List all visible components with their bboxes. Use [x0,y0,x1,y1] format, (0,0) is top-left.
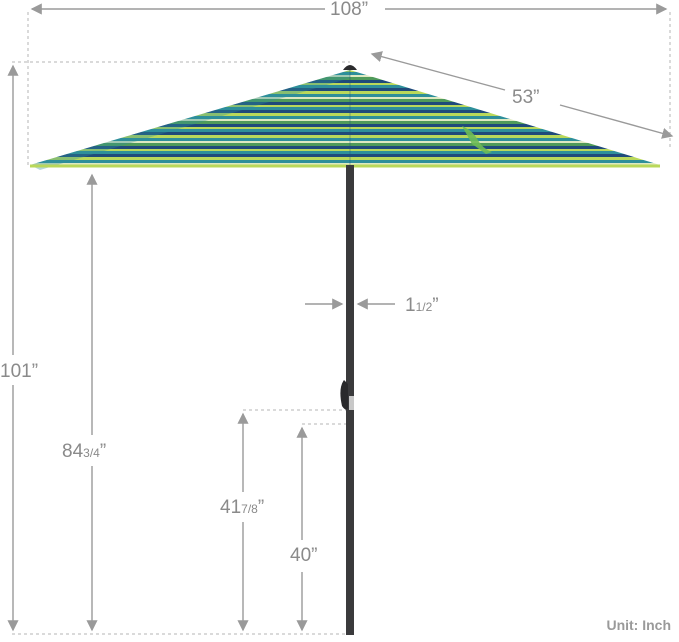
umbrella-pole [340,165,354,635]
crank-height-main: 41 [220,497,242,518]
umbrella-canopy [30,65,660,170]
pole-diameter-label: 11/2” [405,295,439,316]
canopy-shadow-left [30,70,350,170]
rib-arrow-lower [559,104,674,139]
reference-lines [12,12,671,635]
unit-label: Unit: Inch [606,617,671,633]
pole-diameter-main: 1 [405,295,416,316]
crank-handle [340,380,348,410]
crank-height-label: 417/8” [220,497,265,518]
clearance-main: 84 [62,441,84,462]
clearance-label: 843/4” [62,441,107,462]
canopy-panel [30,70,660,165]
canopy-tie-strap [462,126,492,154]
width-label: 108” [330,0,369,20]
clearance-fraction: 3/4 [83,446,100,460]
rib-length-label: 53” [512,87,540,108]
canopy-finial [343,65,357,70]
total-height-label: 101” [0,361,39,382]
crank-height-fraction: 7/8 [241,502,258,516]
pole-diameter-fraction: 1/2 [415,300,433,314]
tilt-height-label: 40” [290,545,318,566]
crank-knob [349,396,354,410]
rib-arrow-upper [370,51,506,91]
